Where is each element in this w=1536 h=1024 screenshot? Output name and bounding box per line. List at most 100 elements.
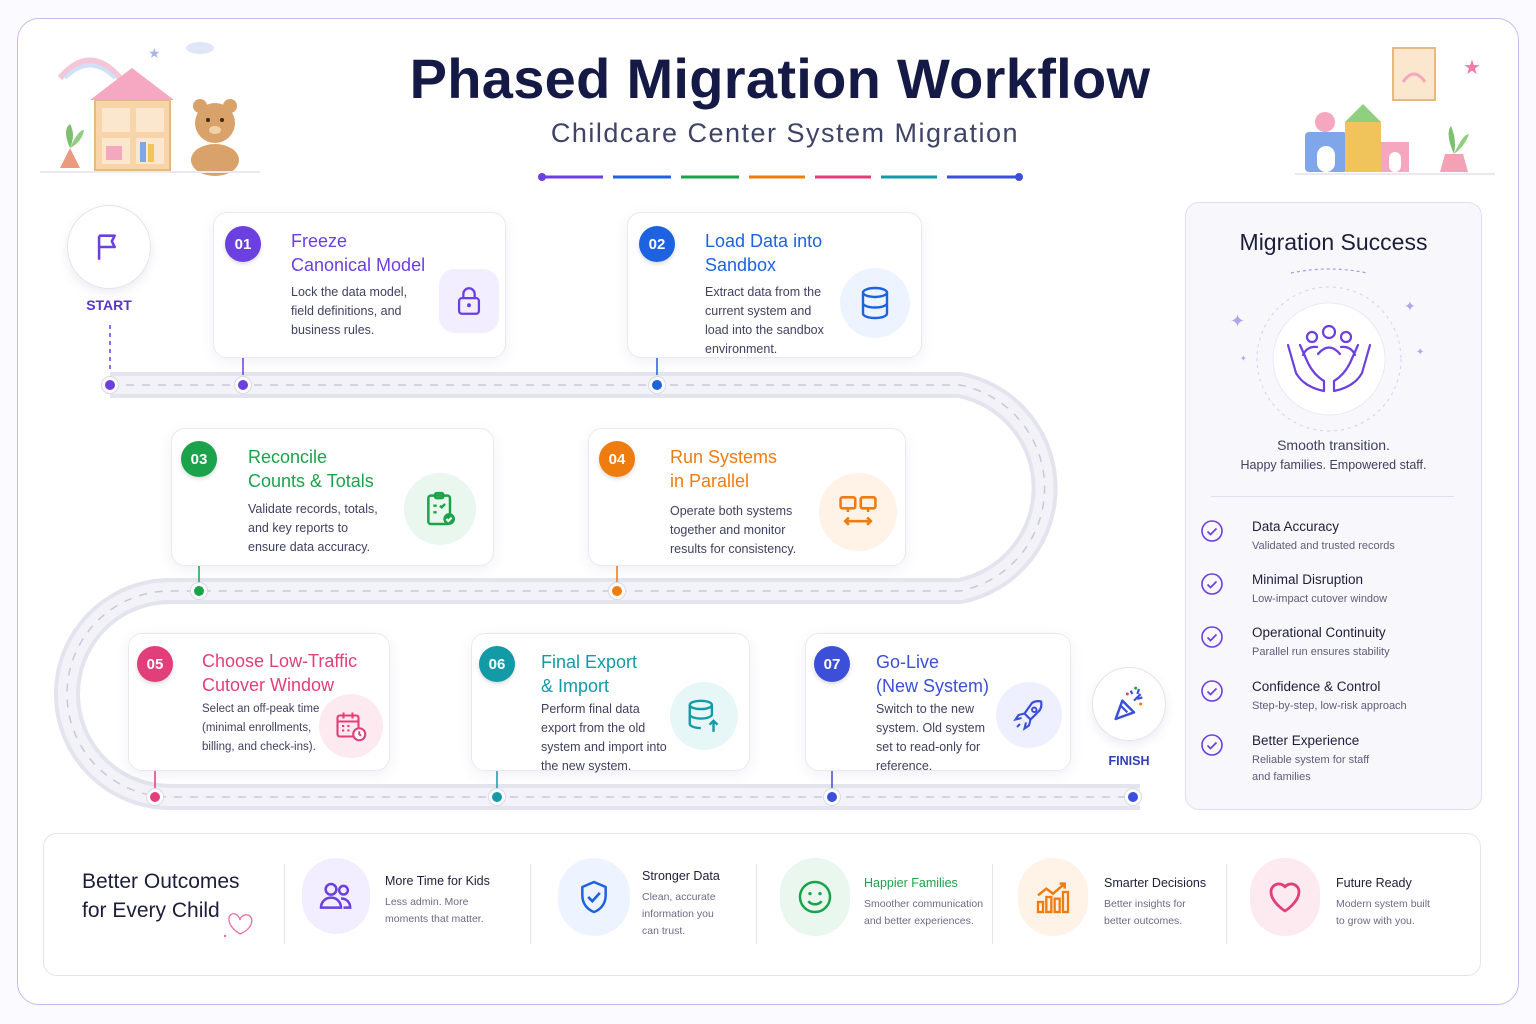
road-dot-07	[824, 789, 840, 805]
benefit-desc: Parallel run ensures stability	[1252, 646, 1390, 658]
benefit-title: Data Accuracy	[1252, 519, 1340, 534]
step-badge-04: 04	[599, 441, 635, 477]
benefit-desc: Reliable system for staff and families	[1252, 754, 1370, 783]
step-card-02: Load Data into Sandbox Extract data from…	[627, 212, 922, 358]
step-title: Load Data into Sandbox	[705, 231, 823, 275]
outcomes-heading: Better Outcomes for Every Child	[82, 870, 240, 922]
outcomes-bar: Better Outcomes for Every Child More Tim…	[43, 833, 1481, 976]
step-card-01: Freeze Canonical Model Lock the data mod…	[213, 212, 506, 358]
benefit-title: Confidence & Control	[1252, 679, 1381, 694]
parallel-monitors-icon	[839, 496, 877, 526]
benefit-desc: Validated and trusted records	[1252, 540, 1395, 552]
road-dot-01	[235, 377, 251, 393]
outcome-desc: Better insights for better outcomes.	[1104, 898, 1186, 927]
outcome-desc: Smoother communication and better experi…	[864, 898, 984, 927]
toy-shelf-illustration: ★	[40, 42, 260, 176]
rocket-icon	[1013, 700, 1043, 731]
success-emblem: ✦ ✦ ✦ ✦	[1230, 268, 1424, 432]
benefit-title: Minimal Disruption	[1252, 572, 1364, 587]
step-title: Go-Live (New System)	[876, 652, 990, 696]
step-badge-03: 03	[181, 441, 217, 477]
panel-tagline-1: Smooth transition.	[1277, 437, 1390, 453]
migration-success-panel: Migration Success ✦ ✦ ✦ ✦ Smooth transit…	[1185, 202, 1482, 810]
outcome-icon-box	[1250, 858, 1320, 936]
calendar-clock-icon	[336, 712, 367, 742]
benefit-title: Operational Continuity	[1252, 625, 1386, 640]
step-desc: Switch to the new system. Old system set…	[876, 702, 986, 773]
step-title: Freeze Canonical Model	[291, 231, 426, 275]
step-title: Run Systems in Parallel	[670, 447, 778, 491]
svg-text:✦: ✦	[1404, 298, 1416, 314]
svg-text:★: ★	[1463, 57, 1481, 79]
divider	[1226, 864, 1227, 944]
blocks-illustration: ★	[1295, 47, 1495, 175]
road-dot-03	[191, 583, 207, 599]
start-label: START	[86, 297, 132, 313]
check-circle-icon	[1201, 680, 1223, 702]
people-icon	[319, 882, 352, 909]
step-icon-box	[319, 694, 383, 758]
check-circle-icon	[1201, 520, 1223, 542]
lock-icon	[457, 287, 481, 315]
outcome-desc: Modern system built to grow with you.	[1336, 898, 1430, 927]
step-icon-box	[439, 269, 499, 333]
step-desc: Select an off-peak time (minimal enrollm…	[202, 703, 320, 753]
step-card-07: Go-Live (New System) Switch to the new s…	[805, 633, 1071, 773]
step-title: Final Export & Import	[541, 652, 638, 696]
step-card-06: Final Export & Import Perform final data…	[471, 633, 750, 773]
step-card-04: Run Systems in Parallel Operate both sys…	[588, 428, 906, 566]
step-desc: Validate records, totals, and key report…	[248, 502, 378, 554]
outcome-icon-box	[558, 858, 630, 936]
benefit-desc: Low-impact cutover window	[1252, 593, 1388, 605]
road-dot-05	[147, 789, 163, 805]
step-badge-02: 02	[639, 226, 675, 262]
step-title: Reconcile Counts & Totals	[248, 447, 374, 491]
benefit-title: Better Experience	[1252, 733, 1360, 748]
road-dot-04	[609, 583, 625, 599]
step-badge-07: 07	[814, 646, 850, 682]
database-icon	[861, 286, 889, 320]
outcome-icon-box	[780, 858, 850, 936]
outcome-title: Happier Families	[864, 876, 958, 890]
shield-check-icon	[581, 880, 607, 914]
step-badge-05: 05	[137, 646, 173, 682]
step-badge-06: 06	[479, 646, 515, 682]
outcome-desc: Clean, accurate information you can trus…	[642, 891, 716, 937]
step-icon-box	[996, 682, 1062, 748]
step-desc: Lock the data model, field definitions, …	[291, 285, 408, 337]
outcome-title: More Time for Kids	[385, 874, 490, 888]
svg-text:✦: ✦	[1240, 354, 1247, 363]
step-card-03: Reconcile Counts & Totals Validate recor…	[171, 428, 494, 566]
divider	[756, 864, 757, 944]
heart-icon	[1269, 882, 1301, 913]
doodle-heart-icon	[223, 913, 253, 938]
title-divider	[538, 173, 1023, 181]
panel-divider	[1211, 496, 1454, 497]
page-title: Phased Migration Workflow	[409, 47, 1151, 110]
check-circle-icon	[1201, 626, 1223, 648]
benefit-desc: Step-by-step, low-risk approach	[1252, 700, 1407, 712]
clipboard-check-icon	[427, 491, 455, 526]
svg-text:✦: ✦	[1230, 311, 1245, 331]
check-circle-icon	[1201, 573, 1223, 595]
party-popper-icon	[1114, 686, 1143, 721]
outcome-title: Smarter Decisions	[1104, 876, 1207, 890]
step-desc: Extract data from the current system and…	[705, 285, 824, 356]
outcome-desc: Less admin. More moments that matter.	[385, 896, 484, 925]
divider	[992, 864, 993, 944]
flag-icon	[97, 234, 116, 260]
svg-text:✦: ✦	[1416, 347, 1424, 358]
step-icon-box	[819, 473, 897, 551]
panel-title: Migration Success	[1239, 229, 1428, 255]
bar-chart-icon	[1036, 882, 1070, 914]
step-card-05: Choose Low-Traffic Cutover Window Select…	[128, 633, 390, 771]
step-icon-box	[840, 268, 910, 338]
road-dot-finish	[1125, 789, 1141, 805]
start-marker	[67, 205, 151, 289]
smiley-icon	[798, 880, 832, 914]
step-desc: Perform final data export from the old s…	[541, 702, 667, 773]
